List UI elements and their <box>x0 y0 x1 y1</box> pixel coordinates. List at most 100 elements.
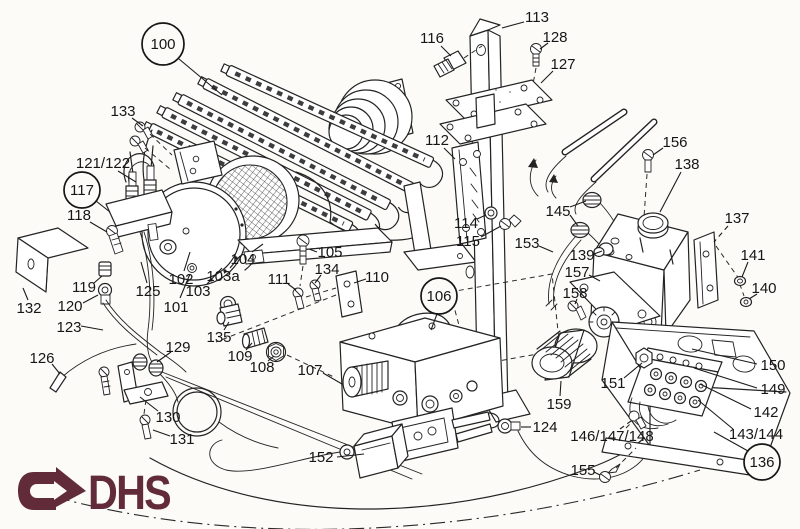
callout-label: 131 <box>169 431 194 448</box>
callout-label: 117 <box>70 182 94 199</box>
callout-label: 145 <box>545 203 570 220</box>
plates-127 <box>439 79 553 145</box>
callout-label: 115 <box>456 233 480 250</box>
callout-118: 118 <box>67 207 108 233</box>
callout-145: 145 <box>545 200 587 227</box>
callout-leader <box>748 293 758 300</box>
bracket-130 <box>117 361 169 405</box>
callout-circle <box>743 443 781 481</box>
callout-135: 135 <box>206 321 232 346</box>
callout-label: 149 <box>760 381 785 398</box>
gas-valve <box>339 273 561 463</box>
callout-115: 115 <box>456 225 502 250</box>
callout-label: 137 <box>724 210 749 227</box>
burner-bar <box>197 76 423 214</box>
callout-leader <box>117 170 137 183</box>
callout-leader <box>178 58 223 96</box>
callout-111: 111 <box>268 271 297 291</box>
callout-leader <box>593 471 601 476</box>
callout-label: 139 <box>569 247 594 264</box>
callout-leader <box>619 420 632 430</box>
callout-leader <box>336 453 365 458</box>
callout-label: 102 <box>168 271 193 288</box>
callout-label: 135 <box>206 329 231 346</box>
callout-leader <box>569 200 587 208</box>
screw-105 <box>296 234 310 287</box>
callout-129: 129 <box>156 339 191 363</box>
burner-bar <box>220 63 444 189</box>
callout-119: 119 <box>72 275 103 296</box>
callout-153: 153 <box>514 235 554 253</box>
junction-box <box>599 321 791 483</box>
callout-leader <box>353 278 367 284</box>
callout-leader <box>314 274 322 284</box>
callout-label: 112 <box>425 132 449 149</box>
callout-label: 100 <box>150 36 175 53</box>
control-box <box>531 149 753 381</box>
callout-label: 103 <box>185 283 210 300</box>
fork-bracket-124 <box>451 411 653 480</box>
callout-120: 120 <box>57 294 99 315</box>
callout-leader <box>440 45 452 57</box>
grommet-145b <box>570 221 590 239</box>
callout-label: 105 <box>317 244 342 261</box>
wires-153 <box>545 235 582 311</box>
tubing-coil <box>172 387 222 437</box>
screws-133 <box>129 121 173 170</box>
callout-label: 107 <box>297 362 322 379</box>
callout-leader <box>183 251 191 272</box>
callout-label: 150 <box>760 357 785 374</box>
callout-label: 125 <box>135 283 160 300</box>
burner-assembly <box>129 63 477 287</box>
screw-111 <box>292 287 337 310</box>
bolt-146-147-148 <box>625 410 647 430</box>
callout-134: 134 <box>314 261 340 284</box>
callout-leader <box>22 287 29 301</box>
callout-label: 118 <box>67 207 91 224</box>
callout-leader <box>480 225 502 238</box>
callout-106: 106 <box>420 277 458 331</box>
fitting-120 <box>97 282 113 305</box>
callout-107: 107 <box>297 362 343 385</box>
callout-108: 108 <box>249 355 275 376</box>
callout-141: 141 <box>740 247 766 278</box>
callout-leader <box>693 367 758 389</box>
callout-104: 104 <box>230 243 264 268</box>
callout-label: 159 <box>546 396 571 413</box>
callout-label: 126 <box>29 350 54 367</box>
callout-105: 105 <box>308 244 343 261</box>
callout-label: 113 <box>525 9 549 26</box>
dhs-logo: DHS <box>18 467 173 520</box>
hardware-114-115 <box>484 206 522 230</box>
callout-leader <box>82 294 99 304</box>
callout-label: 106 <box>426 288 451 305</box>
callout-leader <box>538 245 554 253</box>
callout-label: 116 <box>420 30 444 47</box>
callout-label: 104 <box>230 251 255 268</box>
washer-141 <box>733 275 747 287</box>
callout-leader <box>267 355 275 362</box>
pilot-tubing <box>49 231 279 449</box>
callout-113: 113 <box>501 9 549 29</box>
callout-label: 111 <box>268 271 291 288</box>
callout-157: 157 <box>564 264 601 282</box>
callout-label: 121/122 <box>76 155 130 172</box>
callout-leader <box>430 313 438 331</box>
callout-leader <box>245 342 253 351</box>
callout-133: 133 <box>110 103 144 127</box>
callout-layer: 100133121/122117118132119120123126125101… <box>16 9 786 481</box>
grommets-129 <box>132 353 164 377</box>
callout-leader <box>139 396 159 412</box>
callout-156: 156 <box>652 134 688 156</box>
dhs-logo-arrow-notch <box>54 481 67 500</box>
callout-label: 142 <box>753 404 778 421</box>
screw-134 <box>309 279 322 302</box>
burner-bracket <box>173 140 223 185</box>
callout-label: 146/147/148 <box>570 428 653 445</box>
callout-label: 132 <box>16 300 41 317</box>
callout-label: 114 <box>454 215 478 232</box>
callout-131: 131 <box>152 429 195 448</box>
callout-123: 123 <box>56 319 104 336</box>
callout-label: 153 <box>514 235 539 252</box>
